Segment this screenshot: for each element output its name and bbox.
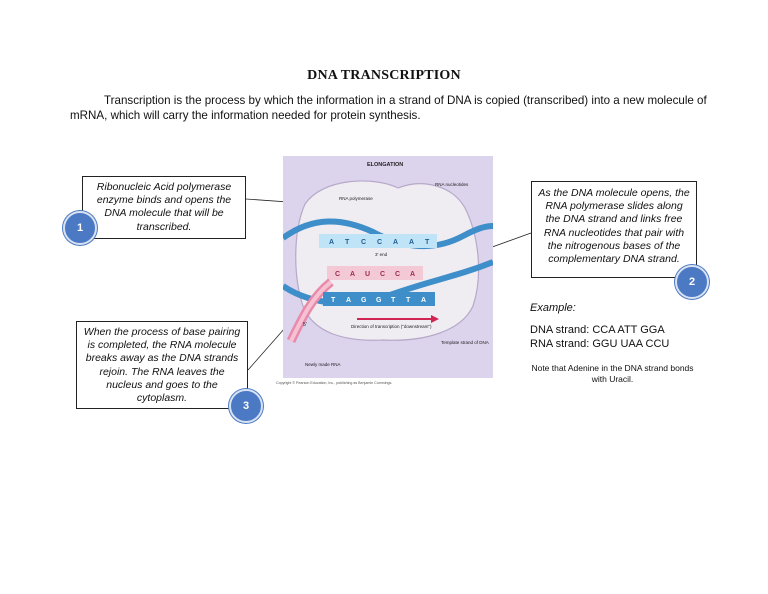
figure-heading: ELONGATION <box>367 162 403 168</box>
base-label: T <box>406 297 411 304</box>
base-label: T <box>391 297 396 304</box>
base-label: U <box>365 271 370 278</box>
callout-3-number: 3 <box>242 400 250 412</box>
callout-3-badge: 3 <box>229 389 263 423</box>
base-label: G <box>361 297 367 304</box>
rna-strand-bases: C A U C C A <box>335 271 415 278</box>
example-label: Example: <box>530 302 576 314</box>
base-label: C <box>380 271 385 278</box>
base-label: T <box>345 239 350 246</box>
callout-2-text: As the DNA molecule opens, the RNA polym… <box>538 187 690 266</box>
rna-polymerase-label: RNA polymerase <box>339 196 373 201</box>
base-label: A <box>409 239 414 246</box>
base-label: C <box>335 271 340 278</box>
base-label: G <box>376 297 382 304</box>
rna-strand-text: RNA strand: GGU UAA CCU <box>530 338 670 350</box>
newly-made-rna-label: Newly made RNA <box>305 362 341 367</box>
dna-strand-text: DNA strand: CCA ATT GGA <box>530 324 665 336</box>
rna-nucleotides-label: RNA nucleotides <box>435 182 469 187</box>
top-strand-bases: A T C C A A T <box>329 239 430 246</box>
callout-1-badge: 1 <box>63 211 97 245</box>
base-label: A <box>346 297 351 304</box>
base-label: C <box>377 239 382 246</box>
callout-2-box: As the DNA molecule opens, the RNA polym… <box>531 181 697 278</box>
five-prime-marker-rna: 5' <box>303 322 307 328</box>
base-label: A <box>350 271 355 278</box>
base-label: C <box>395 271 400 278</box>
three-prime-end-label: 3' end <box>375 252 388 257</box>
callout-2-badge: 2 <box>675 265 709 299</box>
callout-1-number: 1 <box>76 222 84 234</box>
intro-paragraph: Transcription is the process by which th… <box>70 94 707 122</box>
base-label: C <box>361 239 366 246</box>
callout-1-text: Ribonucleic Acid polymerase enzyme binds… <box>96 181 232 233</box>
page-title: DNA TRANSCRIPTION <box>307 68 461 83</box>
callout-3-box: When the process of base pairing is comp… <box>76 321 248 409</box>
direction-label: Direction of transcription ("downstream"… <box>351 324 432 329</box>
base-label: A <box>410 271 415 278</box>
base-label: T <box>425 239 430 246</box>
callout-1-box: Ribonucleic Acid polymerase enzyme binds… <box>82 176 246 239</box>
callout-3-text: When the process of base pairing is comp… <box>83 326 241 405</box>
template-strand-label: Template strand of DNA <box>441 340 489 345</box>
callout-2-number: 2 <box>688 276 696 288</box>
base-label: A <box>329 239 334 246</box>
figure-copyright: Copyright © Pearson Education, Inc., pub… <box>276 381 393 385</box>
base-label: A <box>393 239 398 246</box>
elongation-diagram: A T C C A A T C A U C C A T A G G T T A <box>283 162 493 367</box>
transcription-figure: A T C C A A T C A U C C A T A G G T T A <box>283 156 493 378</box>
uracil-note: Note that Adenine in the DNA strand bond… <box>531 363 694 384</box>
base-label: T <box>331 297 336 304</box>
template-strand-bases: T A G G T T A <box>323 292 435 306</box>
base-label: A <box>421 297 426 304</box>
